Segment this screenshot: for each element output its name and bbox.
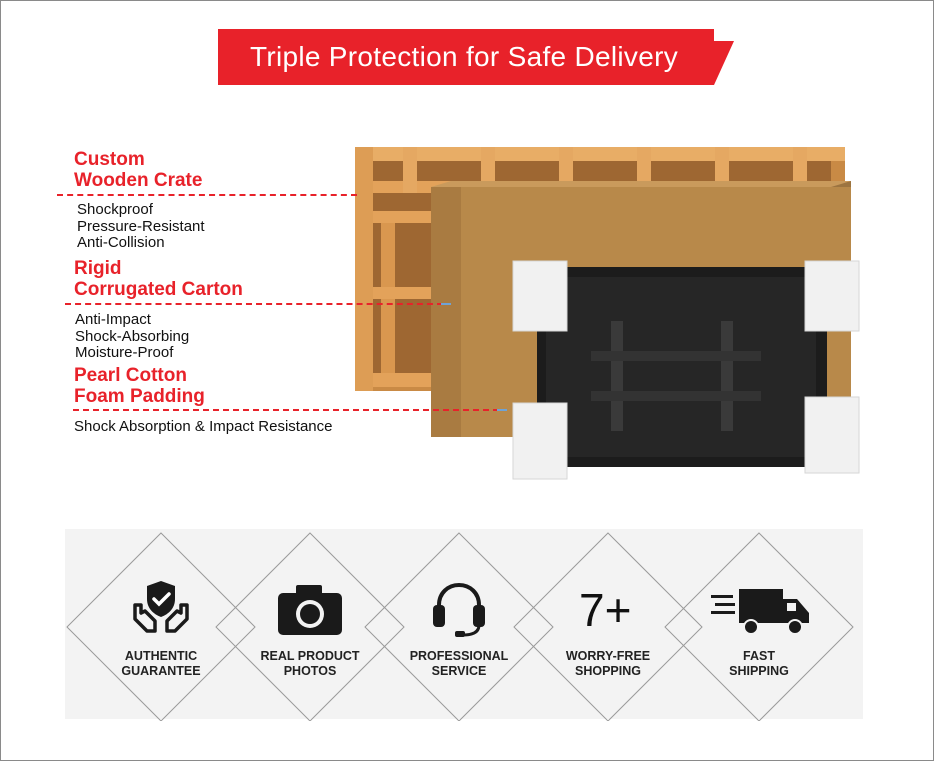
foam-line-tip — [497, 409, 507, 411]
feature-item: Pressure-Resistant — [77, 217, 205, 235]
headset-icon — [433, 582, 485, 637]
camera-icon — [278, 585, 342, 635]
badge-line: PHOTOS — [283, 664, 337, 678]
feature-item: Shock Absorption & Impact Resistance — [74, 418, 333, 435]
shield-hands-icon — [133, 581, 189, 633]
service-badges: AUTHENTIC GUARANTEE REAL PRODUCT PHOTOS … — [1, 521, 933, 721]
page-title: Triple Protection for Safe Delivery — [249, 41, 679, 72]
crate-dashed-line — [57, 194, 357, 196]
badge-line: GUARANTEE — [121, 664, 201, 678]
carton-line-tip — [441, 303, 451, 305]
tv-screen — [537, 267, 827, 467]
feature-item: Shock-Absorbing — [75, 327, 190, 345]
foam-features: Shock Absorption & Impact Resistance — [74, 418, 333, 436]
layer-title-line: Foam Padding — [74, 386, 205, 407]
badge-line: PROFESSIONAL — [409, 649, 509, 663]
badge-photos-label: REAL PRODUCT PHOTOS — [250, 649, 370, 679]
badge-authentic-label: AUTHENTIC GUARANTEE — [101, 649, 221, 679]
feature-item: Anti-Collision — [77, 234, 165, 251]
layer-title-foam: Pearl Cotton Foam Padding — [74, 365, 205, 407]
badge-line: SHOPPING — [575, 664, 641, 678]
feature-item: Anti-Impact — [75, 311, 151, 328]
layer-title-line: Rigid — [74, 258, 122, 279]
layer-title-crate: Custom Wooden Crate — [74, 149, 202, 191]
delivery-truck-icon — [711, 589, 809, 635]
banner-shape — [218, 29, 734, 85]
layer-title-line: Wooden Crate — [74, 170, 203, 191]
crate-features: Shockproof Pressure-Resistant Anti-Colli… — [77, 201, 205, 252]
packaging-illustration — [355, 147, 860, 480]
carton-dashed-line — [65, 303, 443, 305]
badge-line: AUTHENTIC — [124, 649, 198, 663]
badge-line: WORRY-FREE — [565, 649, 651, 663]
badge-line: SERVICE — [431, 664, 487, 678]
feature-item: Moisture-Proof — [75, 344, 174, 361]
badge-line: REAL PRODUCT — [260, 649, 360, 663]
badge-worry-free-label: WORRY-FREE SHOPPING — [548, 649, 668, 679]
layer-title-line: Custom — [74, 149, 145, 170]
badge-shipping-label: FAST SHIPPING — [699, 649, 819, 679]
badge-line: SHIPPING — [729, 664, 789, 678]
foam-dashed-line — [73, 409, 499, 411]
seven-plus-icon: 7+ — [579, 584, 632, 636]
foam-padding-corners — [512, 260, 860, 480]
badge-line: FAST — [743, 649, 775, 663]
header-banner: Triple Protection for Safe Delivery — [218, 29, 738, 85]
feature-item: Shockproof — [77, 201, 153, 218]
badges-background — [65, 529, 863, 721]
layer-title-line: Corrugated Carton — [74, 279, 243, 300]
layer-title-line: Pearl Cotton — [74, 365, 187, 386]
carton-features: Anti-Impact Shock-Absorbing Moisture-Pro… — [75, 311, 190, 362]
layer-title-carton: Rigid Corrugated Carton — [74, 258, 243, 300]
badge-service-label: PROFESSIONAL SERVICE — [399, 649, 519, 679]
